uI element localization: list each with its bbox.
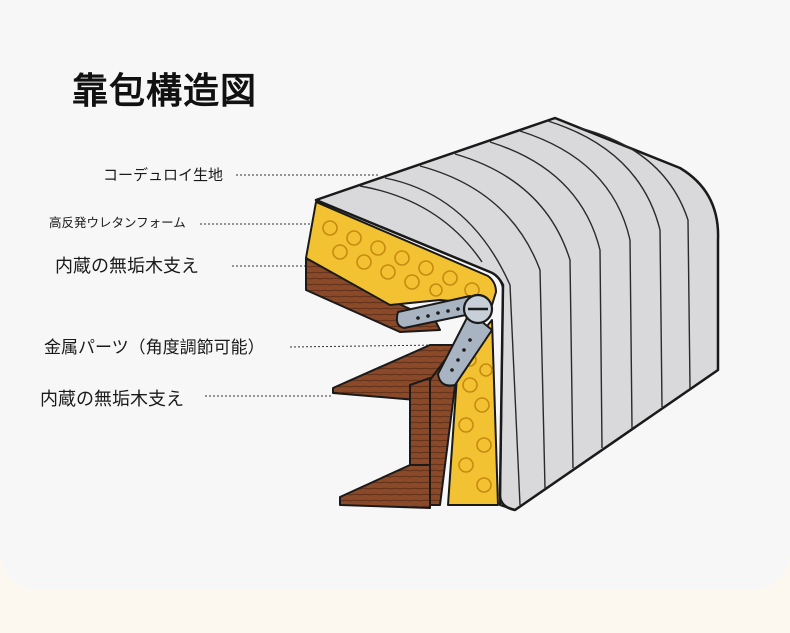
wood-support-lower-shape: [332, 344, 471, 509]
diagram-title: 靠包構造図: [72, 71, 258, 112]
label-metal-parts: 金属パーツ（角度調節可能）: [44, 338, 265, 358]
urethane-foam-top: [305, 201, 497, 306]
fabric-inner-edge: [315, 199, 516, 511]
leader-lines: [200, 174, 441, 397]
label-corduroy-fabric: コーデュロイ生地: [103, 166, 224, 184]
foam-bubbles: [322, 220, 493, 493]
label-wood-support-lower: 内蔵の無垢木支え: [40, 389, 184, 410]
leader-line-metal: [289, 344, 441, 348]
label-wood-support-upper: 内蔵の無垢木支え: [55, 256, 199, 277]
corduroy-ribs: [359, 120, 691, 506]
metal-hinge: [395, 293, 494, 387]
label-urethane-foam: 高反発ウレタンフォーム: [49, 215, 186, 230]
